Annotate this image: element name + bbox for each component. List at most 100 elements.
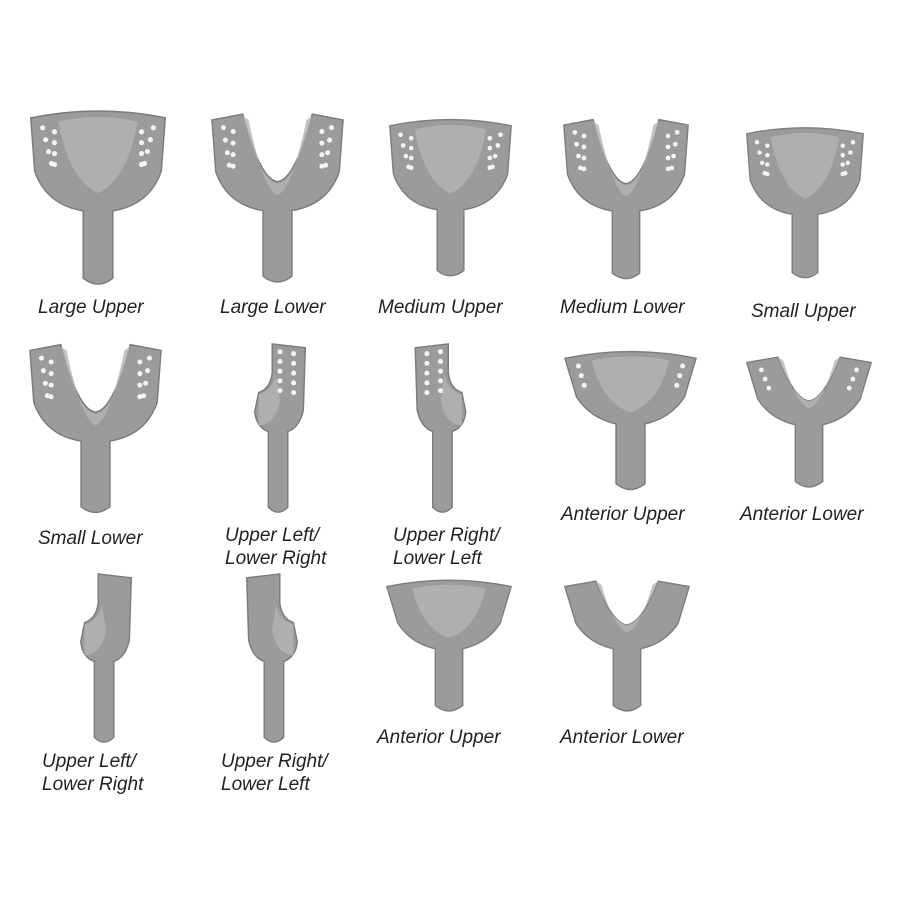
perforation-hole <box>840 171 845 177</box>
tray-inner-surface <box>412 584 486 638</box>
perforation-hole <box>144 148 151 155</box>
perforation-hole <box>137 382 143 388</box>
perforation-hole <box>408 165 414 171</box>
perforation-hole <box>291 370 297 376</box>
perforation-hole <box>222 137 228 143</box>
tray-label: Large Lower <box>220 297 326 318</box>
perforation-hole <box>291 390 297 396</box>
tray-label-line2: Lower Left <box>393 548 482 569</box>
tray-inner-surface <box>440 375 462 426</box>
tray-label: Medium Lower <box>560 297 685 318</box>
tray-image <box>253 343 307 513</box>
tray-body <box>385 579 513 712</box>
perforation-hole <box>845 160 851 166</box>
tray-label: Anterior Lower <box>560 727 684 748</box>
perforation-hole <box>319 152 325 158</box>
perforation-hole <box>759 160 765 166</box>
perforation-hole <box>43 137 49 143</box>
tray-body <box>211 113 344 283</box>
perforation-hole <box>325 150 331 156</box>
perforation-hole <box>143 380 149 386</box>
perforation-hole <box>51 161 58 167</box>
tray-outline <box>79 573 133 743</box>
perforation-hole <box>138 150 145 157</box>
perforation-hole <box>291 351 297 357</box>
tray-label-line2: Lower Right <box>225 548 327 569</box>
perforation-hole <box>840 162 845 167</box>
perforation-hole <box>48 382 54 388</box>
perforation-hole <box>437 378 444 384</box>
tray-outline <box>414 343 467 513</box>
perforation-hole <box>138 140 145 146</box>
perforation-hole <box>765 171 770 177</box>
perforation-hole <box>766 385 772 391</box>
tray-label: Small Lower <box>38 528 143 549</box>
tray-outline <box>29 343 162 514</box>
perforation-hole <box>398 132 403 138</box>
perforation-hole <box>581 144 587 150</box>
perforation-hole <box>42 380 48 386</box>
tray-body <box>29 110 167 285</box>
tray-outline <box>746 127 864 279</box>
perforation-hole <box>291 380 297 386</box>
tray-outline <box>564 350 697 491</box>
perforation-hole <box>44 393 50 399</box>
perforation-hole <box>147 137 153 143</box>
perforation-hole <box>581 133 587 139</box>
perforation-hole <box>487 155 493 161</box>
tray-body <box>414 343 467 513</box>
tray-label: Upper Left/ <box>225 525 319 546</box>
tray-inner-surface <box>242 116 313 196</box>
tray-body <box>29 343 162 514</box>
perforation-hole <box>137 394 143 400</box>
tray-image <box>564 350 697 491</box>
perforation-hole <box>765 162 770 167</box>
perforation-hole <box>277 388 283 394</box>
perforation-hole <box>141 393 147 399</box>
tray-outline <box>389 118 512 277</box>
perforation-hole <box>581 166 587 172</box>
perforation-hole <box>400 143 406 148</box>
tray-image <box>745 356 873 488</box>
tray-body <box>564 350 697 491</box>
perforation-hole <box>759 367 764 373</box>
perforation-hole <box>850 140 856 145</box>
perforation-hole <box>437 349 444 355</box>
perforation-hole <box>665 166 671 172</box>
tray-image <box>563 118 689 280</box>
perforation-hole <box>498 132 503 138</box>
tray-body <box>245 573 299 743</box>
perforation-hole <box>672 141 678 147</box>
perforation-hole <box>138 129 145 135</box>
perforation-hole <box>757 150 762 155</box>
tray-label: Upper Right/ <box>221 751 328 772</box>
perforation-hole <box>762 376 768 382</box>
perforation-hole <box>754 140 760 145</box>
perforation-hole <box>765 152 770 158</box>
perforation-hole <box>487 165 493 171</box>
perforation-hole <box>277 368 283 374</box>
perforation-hole <box>327 137 333 143</box>
perforation-hole <box>408 145 414 151</box>
perforation-hole <box>495 143 501 148</box>
perforation-hole <box>437 388 444 394</box>
perforation-hole <box>665 144 671 150</box>
perforation-hole <box>137 371 143 377</box>
tray-inner-surface <box>770 132 840 199</box>
tray-image <box>211 113 344 283</box>
perforation-hole <box>850 376 856 382</box>
perforation-hole <box>328 125 335 131</box>
perforation-hole <box>408 155 414 161</box>
perforation-hole <box>51 129 58 135</box>
tray-outline <box>29 110 167 285</box>
tray-image <box>389 118 512 277</box>
tray-inner-surface <box>258 375 280 426</box>
perforation-hole <box>230 152 236 158</box>
perforation-hole <box>846 385 852 391</box>
perforation-hole <box>230 128 236 135</box>
tray-image <box>414 343 467 513</box>
perforation-hole <box>220 125 227 131</box>
tray-image <box>29 343 162 514</box>
tray-label: Upper Right/ <box>393 525 500 546</box>
perforation-hole <box>277 349 283 355</box>
